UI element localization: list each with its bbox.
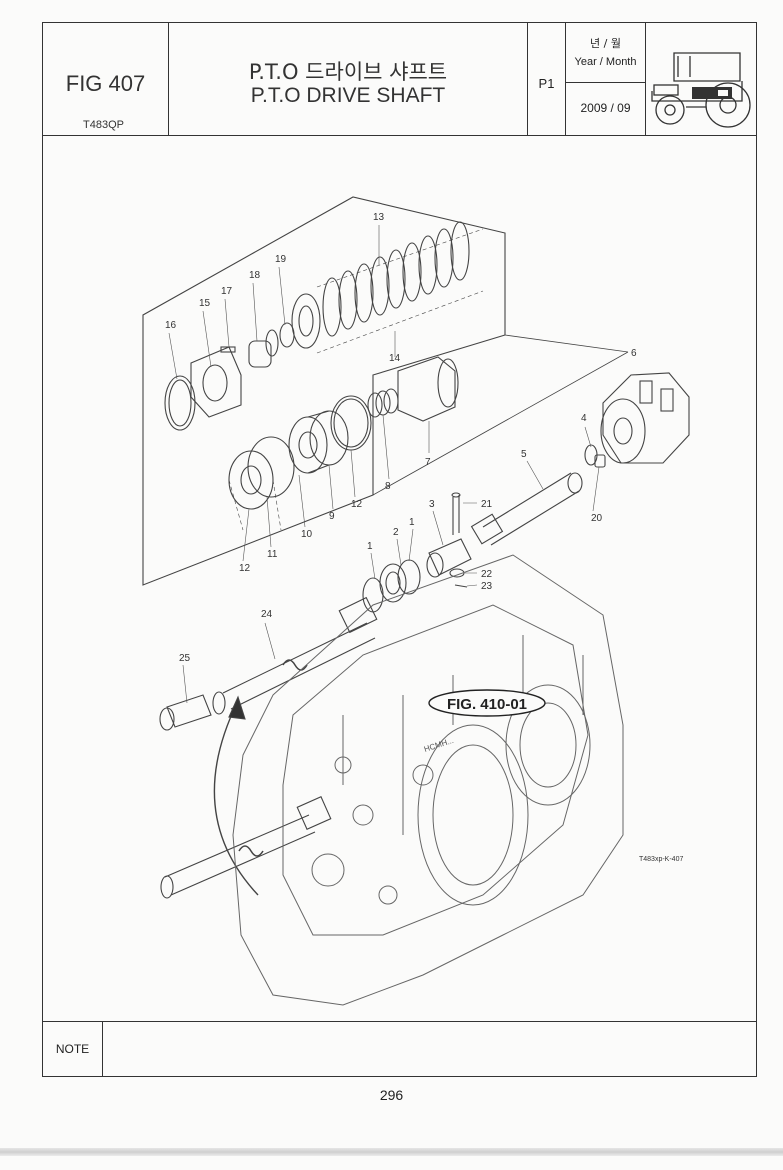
stopper-plate: [190, 346, 242, 418]
title-korean: P.T.O 드라이브 샤프트: [248, 60, 448, 84]
callout-20: 19: [275, 254, 287, 265]
drive-shaft-lower: [164, 814, 316, 896]
title-english: P.T.O DRIVE SHAFT: [250, 84, 446, 107]
callout-4: 4: [581, 413, 587, 424]
callout-1a: 1: [409, 517, 415, 528]
callout-19: 18: [249, 270, 261, 281]
figure-cell: FIG 407 T483QP: [43, 23, 169, 135]
callout-22: 21: [481, 499, 493, 510]
callout-25: 24: [261, 609, 273, 620]
callout-14: 13: [373, 212, 385, 223]
inset-outline: [142, 196, 506, 586]
drive-shaft-25: [222, 622, 376, 710]
callout-13: 12: [351, 499, 363, 510]
year-month-label: Year / Month: [574, 56, 637, 68]
clutch-drum: [602, 372, 690, 464]
callout-21: 20: [591, 513, 603, 524]
callout-26: 25: [179, 653, 191, 664]
callout-11: 11: [267, 549, 278, 560]
collar: [428, 538, 472, 576]
callout-16: 15: [199, 298, 211, 309]
page-code: P1: [538, 76, 555, 91]
revision-date: 2009 / 09: [580, 101, 631, 115]
collar-26: [166, 694, 212, 728]
scan-artifact: [0, 1148, 783, 1156]
figure-reference-oval: [428, 689, 546, 717]
clutch-discs: [291, 221, 470, 349]
page-number: 296: [379, 1087, 404, 1103]
pto-shaft-5: [482, 472, 580, 546]
callout-9: 10: [301, 529, 313, 540]
callout-7: 7: [425, 457, 431, 468]
callout-12: 12: [239, 563, 251, 574]
page-frame: FIG 407 T483QP P.T.O 드라이브 샤프트 P.T.O DRIV…: [42, 22, 757, 1077]
title-cell: P.T.O 드라이브 샤프트 P.T.O DRIVE SHAFT: [169, 23, 528, 135]
callout-5: 5: [521, 449, 527, 460]
transmission-housing: [232, 554, 624, 1006]
page-code-cell: P1: [528, 23, 566, 135]
callout-leaders: [168, 225, 600, 704]
casting-text: HCMH...: [423, 736, 455, 754]
needle-bearing: [248, 340, 272, 368]
figure-reference: FIG. 410-01: [447, 696, 527, 713]
callout-17: 16: [165, 320, 177, 331]
note-row: NOTE: [43, 1021, 756, 1077]
callout-24: 23: [481, 581, 493, 592]
callout-18: 17: [221, 286, 233, 297]
clutch-hub: [397, 356, 456, 422]
callout-8: 8: [385, 481, 391, 492]
parts-drawing: FIG. 410-01 T483xp-K-407 HCMH... 16 15 1…: [142, 196, 690, 1006]
tractor-icon-cell: [646, 23, 758, 135]
date-divider: [566, 82, 645, 83]
callout-6: 6: [631, 348, 637, 359]
tractor-icon: [651, 52, 751, 128]
leader-6: [372, 334, 629, 496]
exploded-diagram: FIG. 410-01 T483xp-K-407 HCMH... 16 15 1…: [43, 135, 758, 1023]
note-label: NOTE: [43, 1022, 103, 1077]
date-cell: 년 / 월 Year / Month 2009 / 09: [566, 23, 646, 135]
callout-3: 3: [429, 499, 435, 510]
callout-2: 2: [393, 527, 399, 538]
drawing-code: T483xp-K-407: [639, 856, 683, 863]
title-block: FIG 407 T483QP P.T.O 드라이브 샤프트 P.T.O DRIV…: [43, 23, 756, 136]
callout-labels: 16 15 17 18 19 13 14 6 7 8 12 9 10 11 12…: [165, 212, 637, 664]
year-month-label-korean: 년 / 월: [590, 37, 621, 50]
snap-ring: [164, 375, 196, 431]
callout-15: 14: [389, 353, 401, 364]
model-code: T483QP: [83, 119, 124, 131]
callout-10: 9: [329, 511, 335, 522]
figure-number: FIG 407: [65, 71, 146, 96]
callout-1b: 1: [367, 541, 373, 552]
callout-23: 22: [481, 569, 493, 580]
